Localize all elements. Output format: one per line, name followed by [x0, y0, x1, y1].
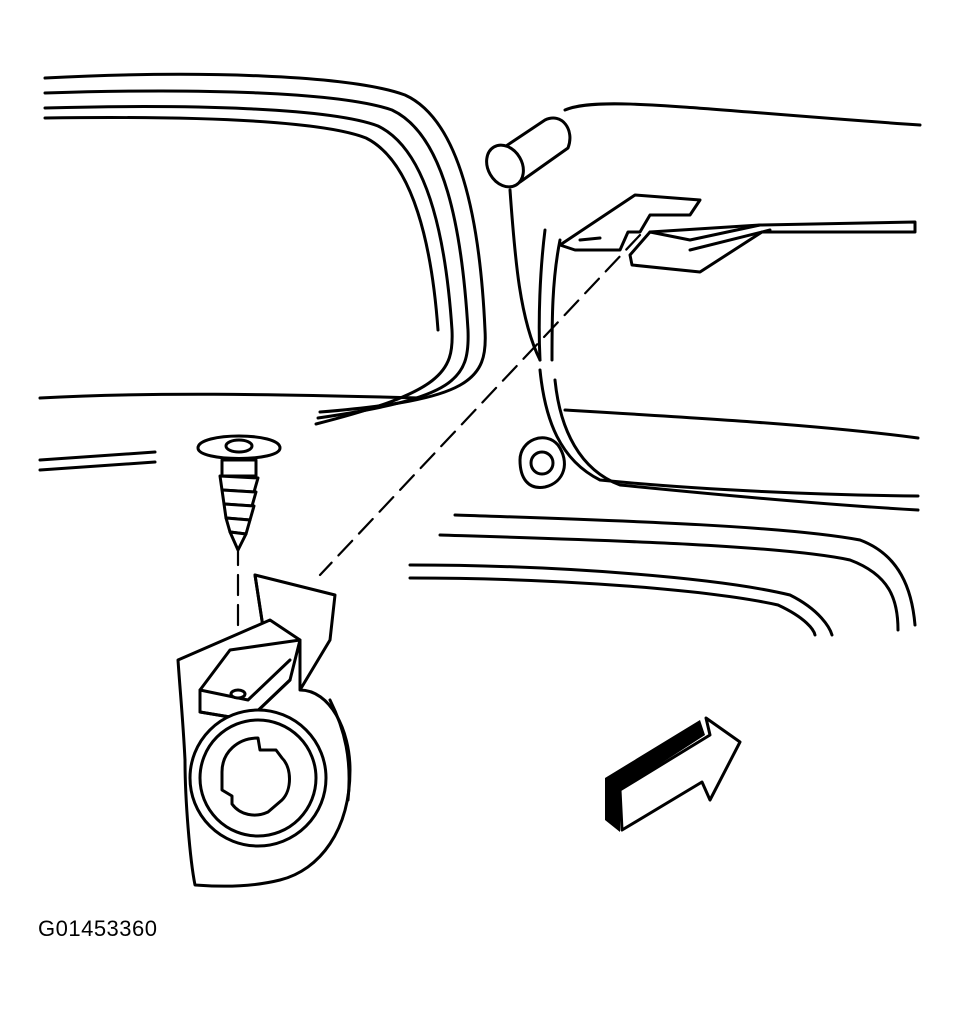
bracket-assembly [176, 573, 352, 888]
grommet [518, 436, 566, 489]
upper-bracket-slot [558, 193, 917, 274]
roof-panel [508, 102, 922, 362]
screw-icon [196, 434, 282, 552]
pin-plug [485, 116, 572, 189]
arrow-icon [605, 716, 742, 832]
figure-code-label: G01453360 [38, 916, 158, 941]
sill-lines [38, 450, 157, 472]
door-opening-contours [408, 368, 920, 637]
window-frame-contours [38, 72, 487, 426]
